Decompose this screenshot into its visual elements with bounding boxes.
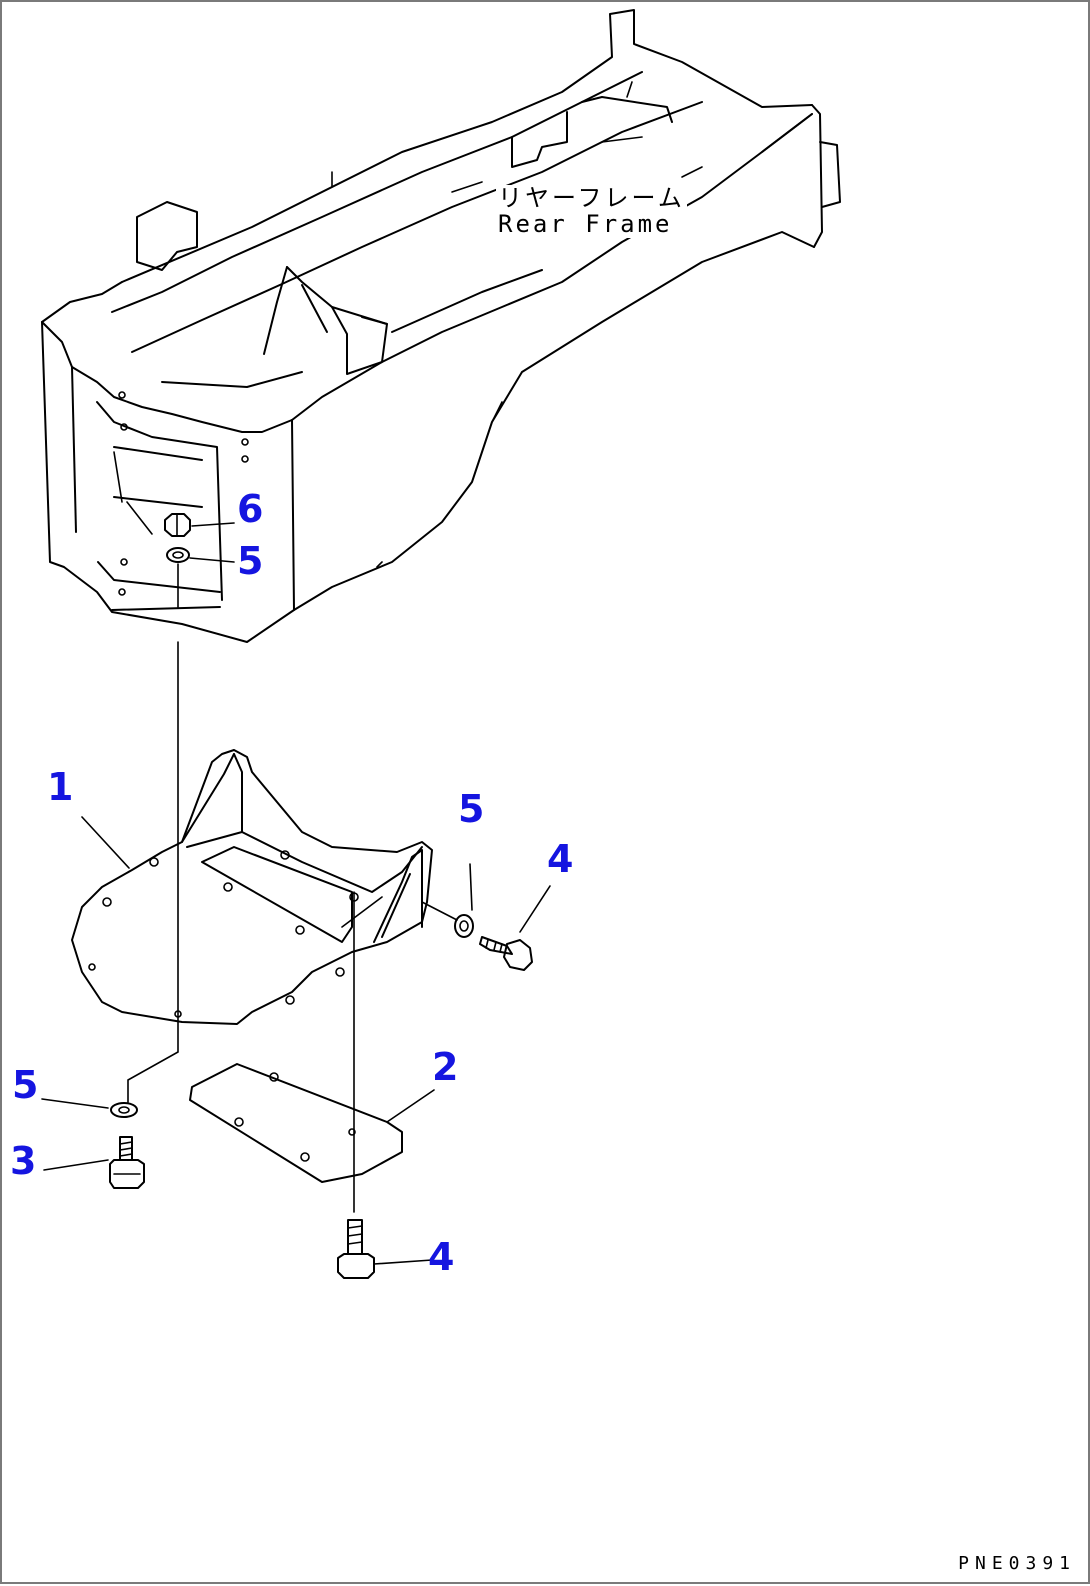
bolt-part-4-bottom xyxy=(337,1219,433,1279)
callout-3: 3 xyxy=(10,1139,37,1183)
plate-part-2 xyxy=(189,1063,435,1183)
cover-part-1 xyxy=(71,749,433,1025)
callout-6: 6 xyxy=(237,487,264,531)
callout-5-left: 5 xyxy=(12,1063,39,1107)
callout-2: 2 xyxy=(432,1045,459,1089)
callout-1: 1 xyxy=(47,765,74,809)
drawing-code: PNE0391 xyxy=(958,1553,1076,1574)
callout-4-side: 4 xyxy=(547,837,574,881)
frame-label-en: Rear Frame xyxy=(498,210,673,239)
frame-label: リヤーフレーム Rear Frame xyxy=(496,185,687,238)
bolt-part-4-side xyxy=(421,863,551,971)
rear-frame-drawing xyxy=(41,9,841,643)
callout-5-right: 5 xyxy=(458,787,485,831)
assembly-line-left xyxy=(127,641,179,1103)
frame-nut-washer xyxy=(164,513,235,608)
callout-5-top: 5 xyxy=(237,539,264,583)
callout-4-bottom: 4 xyxy=(428,1235,455,1279)
frame-label-jp: リヤーフレーム xyxy=(498,184,685,212)
bolt-part-3 xyxy=(41,1098,145,1189)
